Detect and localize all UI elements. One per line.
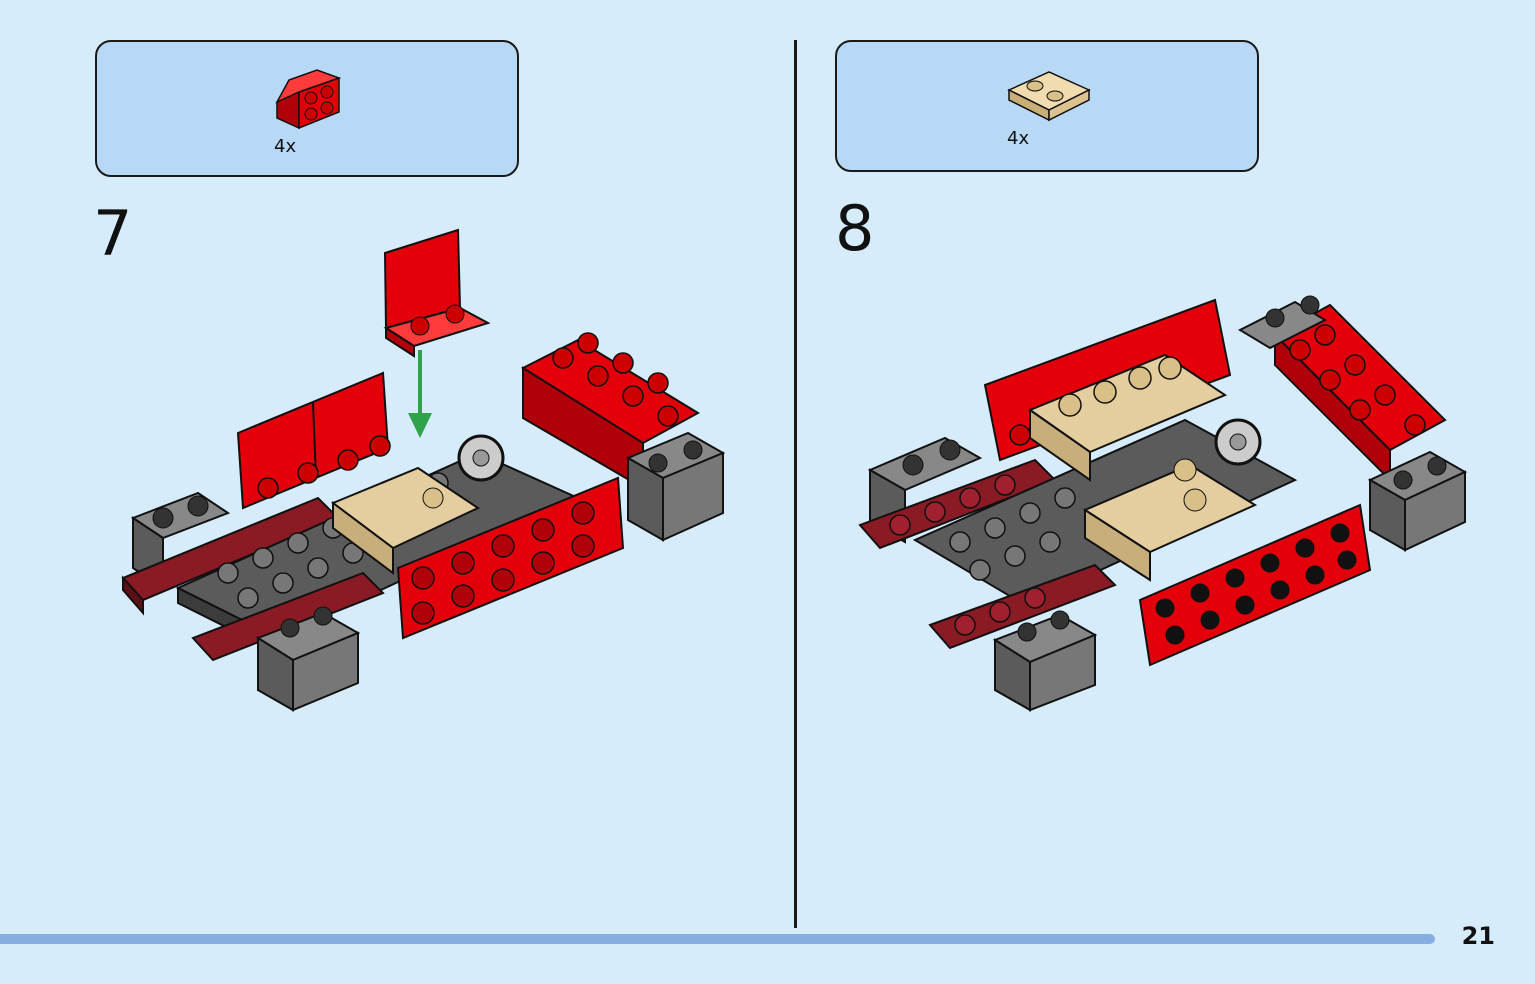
step-number: 8: [835, 192, 875, 265]
parts-callout-step-7: 4x: [95, 40, 519, 177]
parts-callout-step-8: 4x: [835, 40, 1259, 172]
step-7-assembly-illustration: [121, 228, 726, 712]
step-divider: [794, 40, 797, 928]
page-number: 21: [1461, 922, 1495, 950]
footer-bar: [0, 934, 1435, 944]
part-count: 4x: [1007, 128, 1030, 149]
red-bracket-part-icon: [275, 69, 342, 130]
step-8-assembly-illustration: [858, 295, 1468, 712]
part-count: 4x: [274, 136, 297, 157]
step-number: 7: [93, 197, 133, 270]
tan-plate-part-icon: [1007, 71, 1091, 122]
